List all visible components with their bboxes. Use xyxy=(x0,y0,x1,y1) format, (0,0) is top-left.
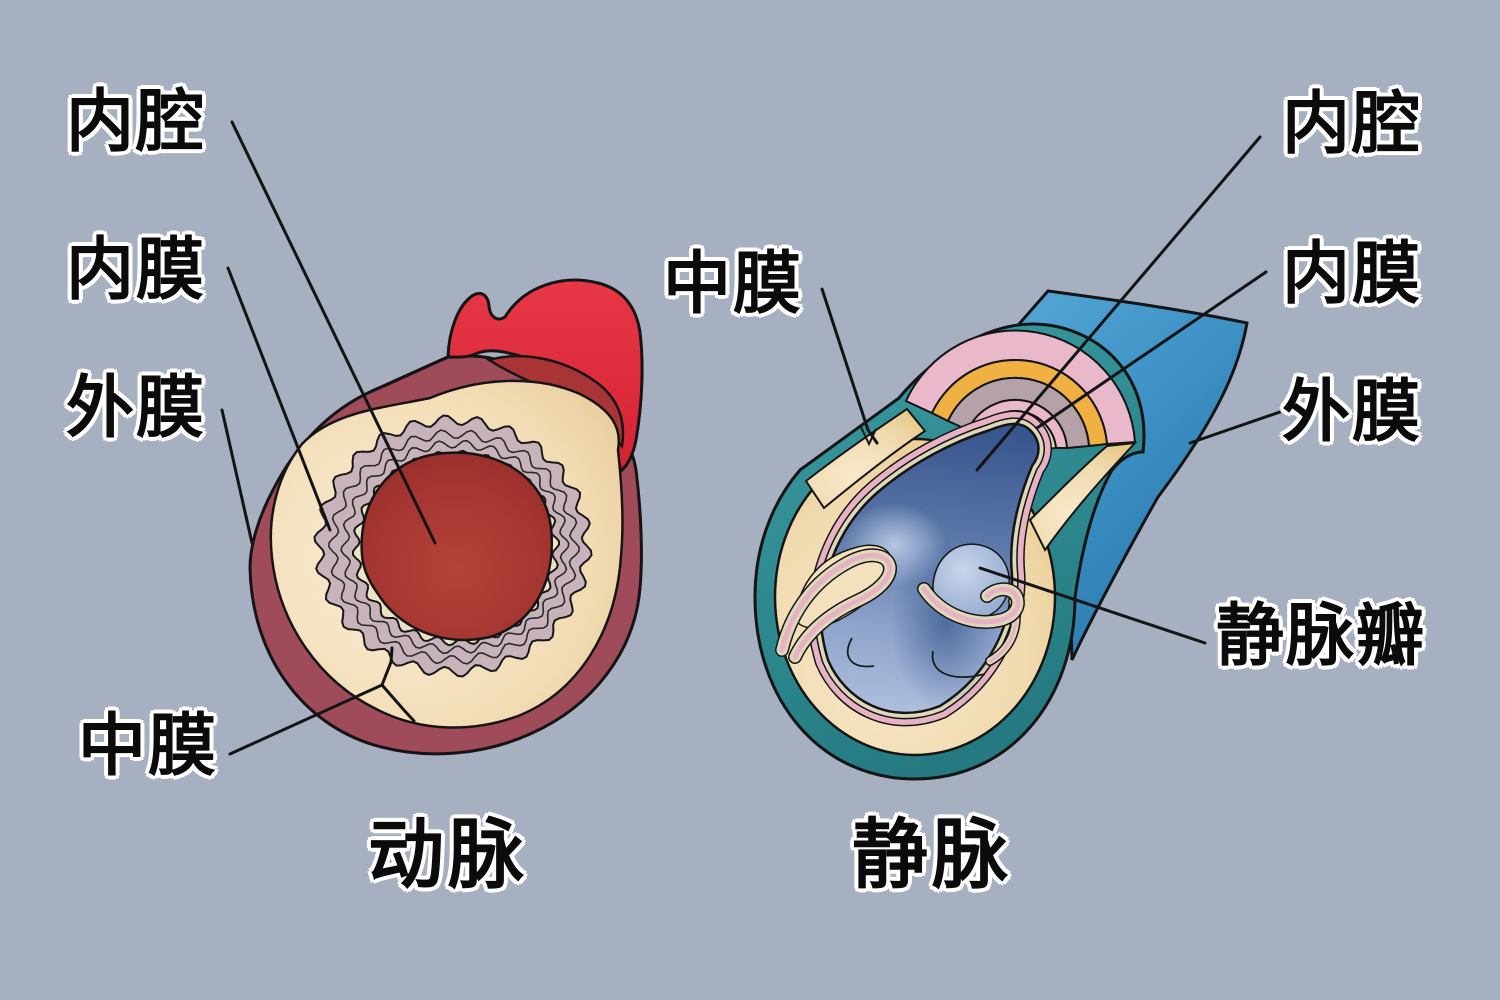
artery-intima-label: 内膜 xyxy=(66,232,207,308)
vein-title: 静脉 xyxy=(852,813,1012,898)
vein-intima-label: 内膜 xyxy=(1282,236,1423,312)
vein-lumen-leader-line xyxy=(975,135,1262,472)
vein-adventitia-leader-line xyxy=(1188,410,1282,445)
vein-valve-label: 静脉瓣 xyxy=(1216,598,1427,674)
vein-media-flank-strip-left xyxy=(804,407,927,510)
artery-lumen-label: 内腔 xyxy=(66,84,207,160)
artery-intima-wave-line xyxy=(328,429,580,665)
artery-diagram xyxy=(220,120,644,756)
vein-intima-leader-line xyxy=(1035,270,1268,430)
vein-media-flank-strip-right xyxy=(1028,441,1138,552)
artery-media-label: 中膜 xyxy=(78,708,219,784)
vein-adventitia-label: 外膜 xyxy=(1282,374,1423,450)
artery-adventitia-leader-line xyxy=(220,408,254,545)
vein-leader-lines xyxy=(820,135,1282,645)
artery-intima-wave-line xyxy=(340,439,570,655)
vein-media-label: 中膜 xyxy=(663,246,804,322)
vein-cut-end-layers xyxy=(904,329,1137,451)
lumen-contour-line-right xyxy=(931,650,986,678)
artery-intima-leader-line xyxy=(226,266,332,532)
artery-leader-lines xyxy=(220,120,437,756)
vein-media-leader-line xyxy=(820,287,879,445)
vein-valve-leader-line xyxy=(978,566,1207,645)
artery-lumen-shape xyxy=(360,451,553,642)
artery-media-leader-line xyxy=(228,646,416,756)
lumen-contour-line-left xyxy=(846,637,875,668)
artery-lumen-leader-line xyxy=(230,120,437,545)
artery-title: 动脉 xyxy=(368,813,528,898)
artery-adventitia-label: 外膜 xyxy=(66,370,207,446)
vein-lumen-label: 内腔 xyxy=(1282,86,1423,162)
artery-outer-surface-shape xyxy=(371,278,644,474)
vein-valves xyxy=(782,543,1018,678)
vein-diagram xyxy=(753,135,1282,781)
vein-media-notch-line xyxy=(860,426,877,447)
